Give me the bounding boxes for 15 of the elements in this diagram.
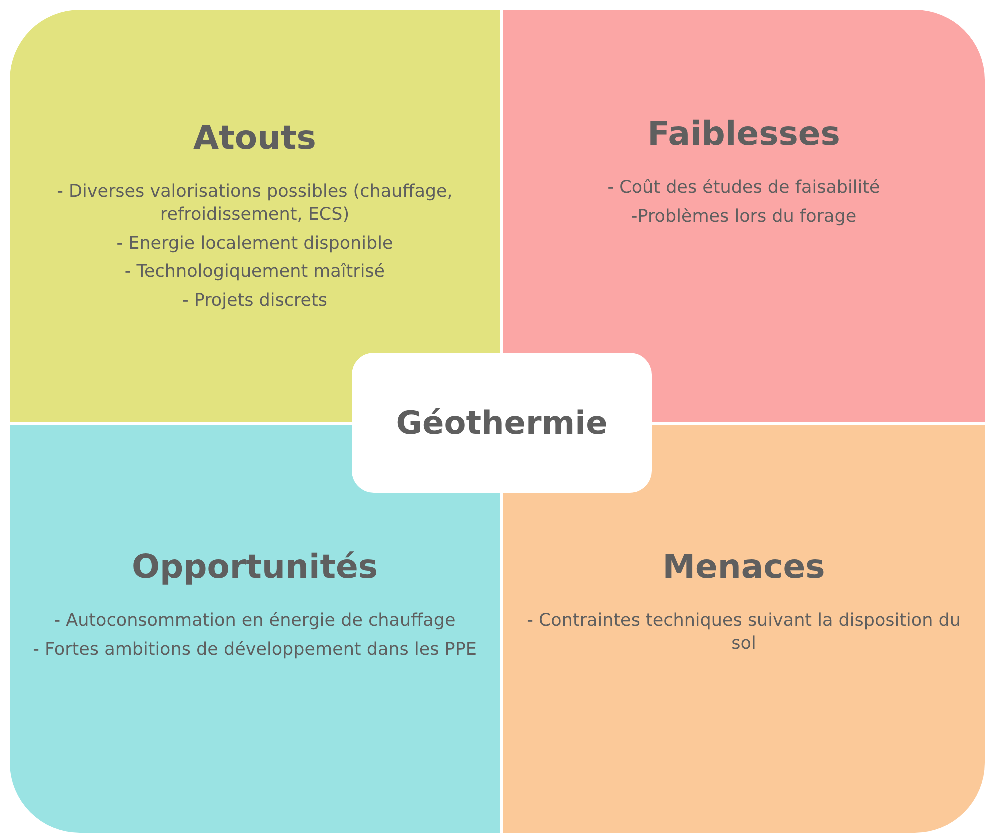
- quadrant-title: Opportunités: [132, 547, 378, 586]
- bullet-text: - Technologiquement maîtrisé: [124, 261, 386, 284]
- center-box: [352, 353, 652, 493]
- quadrant-title: Menaces: [662, 547, 826, 586]
- bullet-text: - Projets discrets: [182, 290, 328, 313]
- bullet-text: - Autoconsommation en énergie de chauffage: [54, 610, 456, 633]
- bullet-text: - Diverses valorisations possibles (chauffage, refroidissement, ECS): [56, 181, 454, 226]
- quadrant-title: Faiblesses: [648, 114, 840, 153]
- quadrant-title: Atouts: [194, 118, 316, 157]
- center-title: Géothermie: [396, 404, 608, 442]
- bullet-text: - Fortes ambitions de développement dans les PPE: [33, 638, 477, 662]
- bullet-text: - Contraintes techniques suivant la disposition du sol: [526, 610, 962, 656]
- bullet-text: - Coût des études de faisabilité: [608, 177, 880, 200]
- bullet-text: - Energie localement disponible: [116, 232, 394, 256]
- bullet-text: -Problèmes lors du forage: [631, 206, 857, 228]
